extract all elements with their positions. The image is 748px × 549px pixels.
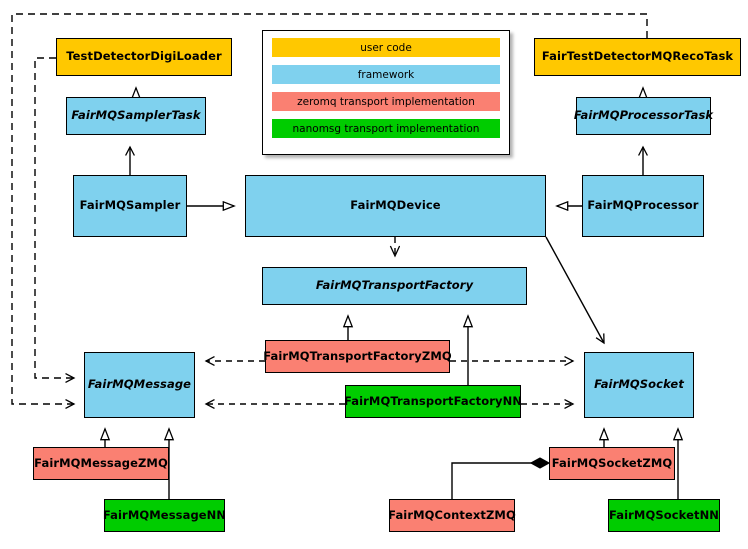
- node-fairmqsocket[interactable]: FairMQSocket: [584, 352, 694, 418]
- node-testdetectordigiloader[interactable]: TestDetectorDigiLoader: [56, 38, 232, 76]
- legend-item-zeromq: zeromq transport implementation: [272, 92, 500, 111]
- node-fairmqprocessor[interactable]: FairMQProcessor: [582, 175, 704, 237]
- node-label: FairMQSampler: [79, 198, 181, 213]
- edge-device-to-socket: [545, 236, 605, 345]
- node-fairmqmessage[interactable]: FairMQMessage: [84, 352, 195, 418]
- node-fairmqcontextzmq[interactable]: FairMQContextZMQ: [388, 499, 516, 532]
- node-fairmqtransportfactorynn[interactable]: FairMQTransportFactoryNN: [343, 385, 523, 418]
- node-label: FairMQMessage: [87, 377, 192, 392]
- node-label: FairMQContextZMQ: [388, 507, 516, 522]
- node-label: FairMQMessageNN: [102, 507, 227, 522]
- node-label: FairMQTransportFactoryNN: [343, 393, 523, 408]
- node-label: FairMQSamplerTask: [71, 108, 201, 123]
- legend-item-user-code: user code: [272, 38, 500, 57]
- legend-item-nanomsg: nanomsg transport implementation: [272, 119, 500, 138]
- node-fairmqmessagenn[interactable]: FairMQMessageNN: [102, 499, 227, 532]
- node-fairmqsocketzmq[interactable]: FairMQSocketZMQ: [549, 447, 675, 480]
- node-label: FairMQTransportFactory: [315, 278, 474, 293]
- composition-diamond-icon: [529, 457, 551, 469]
- node-label: FairMQTransportFactoryZMQ: [263, 348, 452, 363]
- node-label: FairMQSocketZMQ: [551, 455, 673, 470]
- edge-contextzmq-to-socketzmq: [451, 462, 543, 499]
- legend-label: nanomsg transport implementation: [292, 122, 480, 135]
- node-fairmqdevice[interactable]: FairMQDevice: [245, 175, 546, 237]
- node-label: FairMQDevice: [350, 198, 441, 213]
- node-fairmqprocessortask[interactable]: FairMQProcessorTask: [573, 97, 714, 135]
- node-label: FairTestDetectorMQRecoTask: [541, 49, 734, 64]
- node-fairmqsampler[interactable]: FairMQSampler: [73, 175, 187, 237]
- node-fairmqsocketnn[interactable]: FairMQSocketNN: [608, 499, 720, 532]
- node-fairmqtransportfactoryzmq[interactable]: FairMQTransportFactoryZMQ: [263, 340, 452, 373]
- legend-label: user code: [360, 41, 412, 54]
- node-fairmqsamplertask[interactable]: FairMQSamplerTask: [66, 97, 206, 135]
- node-label: FairMQSocket: [594, 377, 684, 392]
- node-label: FairMQProcessor: [587, 198, 699, 213]
- edge-recotask-to-message: [11, 13, 648, 409]
- legend: user code framework zeromq transport imp…: [262, 30, 510, 155]
- node-fairtestdetectormqrecotask[interactable]: FairTestDetectorMQRecoTask: [534, 38, 741, 76]
- node-fairmqtransportfactory[interactable]: FairMQTransportFactory: [262, 267, 527, 305]
- edge-digiloader-to-message: [34, 57, 76, 383]
- legend-item-framework: framework: [272, 65, 500, 84]
- legend-label: zeromq transport implementation: [297, 95, 475, 108]
- node-label: TestDetectorDigiLoader: [66, 49, 222, 64]
- legend-label: framework: [357, 68, 415, 81]
- node-label: FairMQProcessorTask: [573, 108, 714, 123]
- node-label: FairMQMessageZMQ: [34, 455, 168, 470]
- node-fairmqmessagezmq[interactable]: FairMQMessageZMQ: [33, 447, 169, 480]
- node-label: FairMQSocketNN: [608, 507, 720, 522]
